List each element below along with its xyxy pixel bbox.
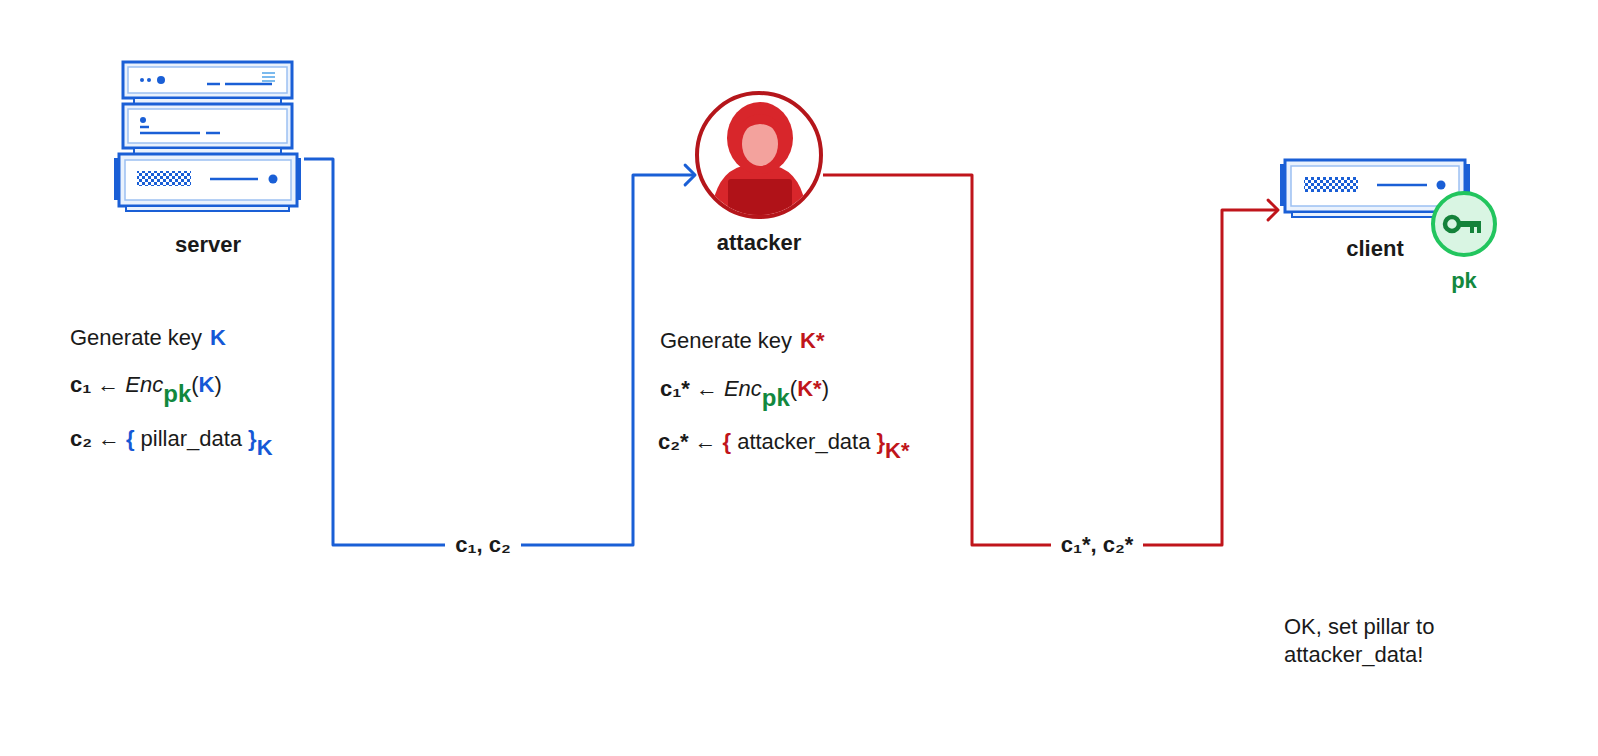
node-label: attacker [695, 230, 823, 256]
server-unit [123, 62, 292, 98]
formula-part: K* [797, 374, 821, 404]
hooded-figure [710, 102, 808, 226]
formula-part: ← [97, 370, 119, 400]
formula-part: c₁* [660, 374, 690, 404]
formula-part: { [126, 424, 135, 454]
formula-part: Generate key [660, 326, 792, 356]
attacker-icon [690, 86, 830, 226]
formula-part: ← [695, 427, 717, 457]
text-line: OK, set pillar to attacker_data! [1284, 613, 1484, 669]
formula-part: Enc [125, 370, 163, 400]
node-label: pk [1430, 268, 1498, 294]
text-line: Generate key K* [660, 326, 825, 356]
server-unit [123, 104, 292, 148]
text-line: c₁←Encpk(K) [70, 370, 222, 409]
node-label: server [112, 232, 304, 258]
formula-part: c₂ [70, 424, 92, 454]
formula-part: pillar_data [141, 424, 243, 454]
formula-part: } [876, 427, 885, 457]
formula-part: ) [215, 370, 222, 400]
server-unit [114, 154, 301, 206]
node-label: client [1278, 236, 1472, 262]
formula-part: ) [822, 374, 829, 404]
edge-label: c₁, c₂ [445, 531, 521, 559]
text-line: c₁*←Encpk(K*) [660, 374, 829, 413]
arrow-connector [823, 175, 1278, 545]
server-node: server [112, 56, 304, 262]
key-badge-icon [1430, 190, 1498, 258]
formula-part: K* [800, 326, 824, 356]
formula-part: c₁ [70, 370, 91, 400]
formula-part: { [723, 427, 732, 457]
formula-part: K [199, 370, 215, 400]
key-badge: pk [1430, 190, 1498, 294]
client-node: client [1278, 156, 1472, 264]
formula-part: K* [885, 436, 909, 466]
text-line: c₂←{pillar_data}K [70, 424, 273, 463]
formula-part: ← [696, 374, 718, 404]
formula-part: } [248, 424, 257, 454]
formula-part: K [210, 323, 226, 353]
formula-part: ( [790, 374, 797, 404]
formula-part: c₂* [658, 427, 689, 457]
formula-part: Generate key [70, 323, 202, 353]
formula-part: ← [98, 424, 120, 454]
formula-part: attacker_data [737, 427, 870, 457]
edge-label: c₁*, c₂* [1051, 531, 1144, 559]
arrow-connector [304, 159, 695, 545]
formula-part: OK, set pillar to attacker_data! [1284, 614, 1434, 667]
server-icon [112, 56, 304, 216]
attacker-node: attacker [695, 90, 823, 260]
formula-part: ( [191, 370, 198, 400]
formula-part: Enc [724, 374, 762, 404]
formula-part: K [257, 433, 273, 463]
formula-part: pk [762, 383, 790, 413]
text-line: Generate key K [70, 323, 226, 353]
formula-part: pk [163, 379, 191, 409]
text-line: c₂*←{attacker_data}K* [658, 427, 909, 466]
